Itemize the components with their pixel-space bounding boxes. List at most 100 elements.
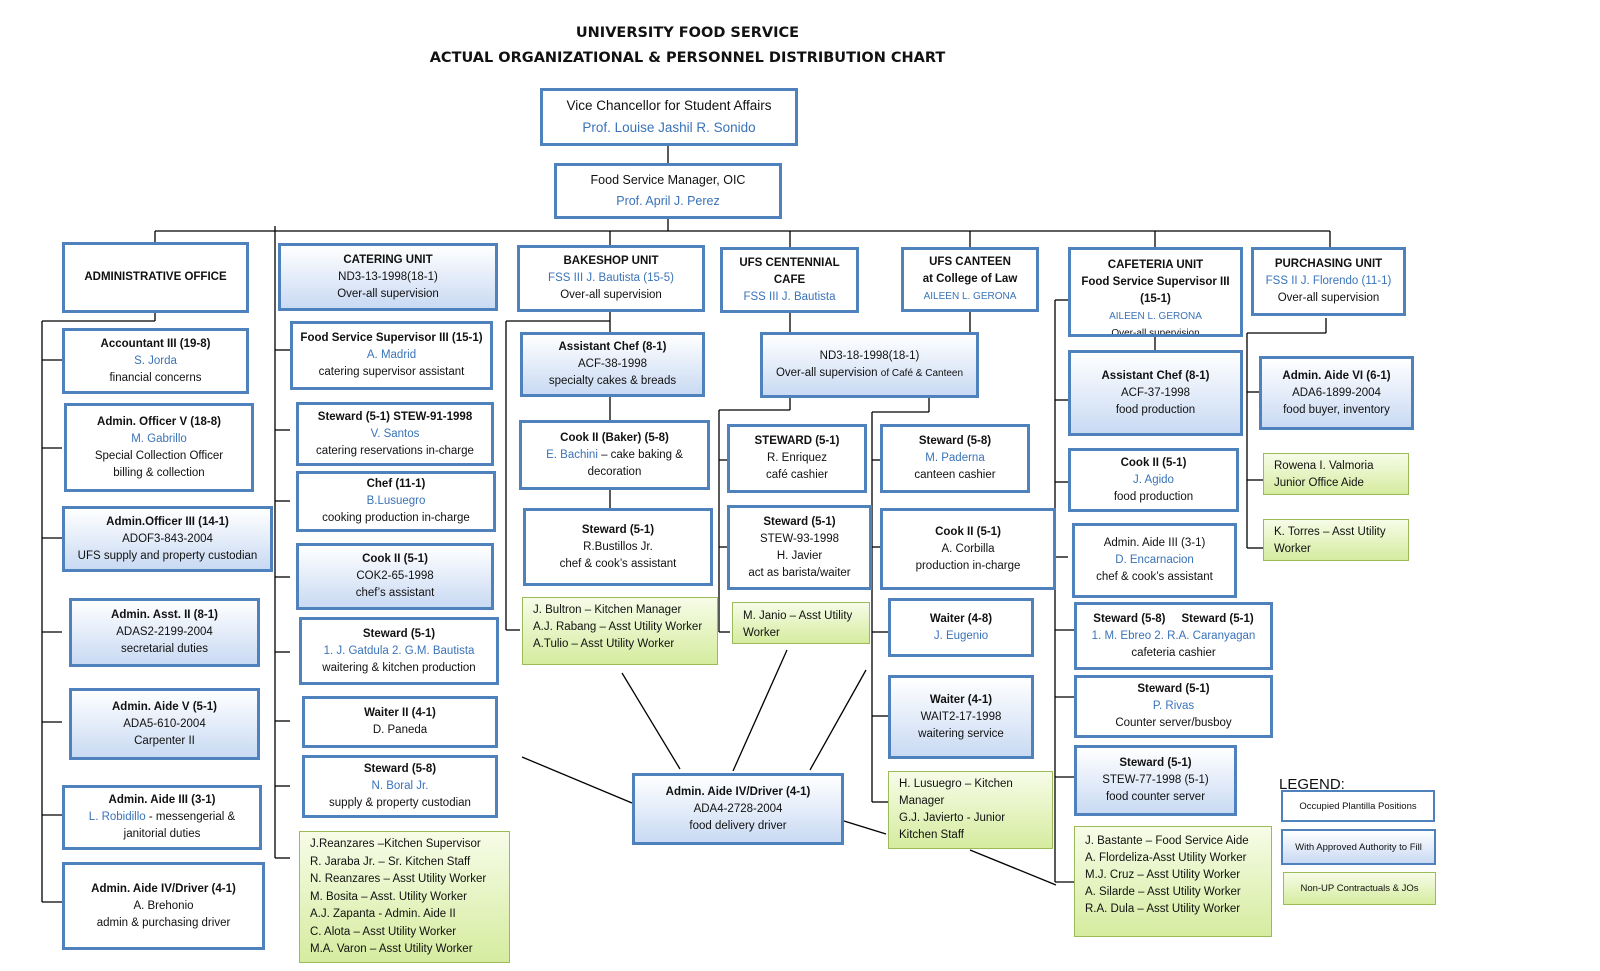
staff-desc: ADA5-610-2004: [123, 717, 206, 730]
staff-role: Admin. Aide IV/Driver (4-1): [91, 882, 236, 895]
staff-name: N. Boral Jr.: [371, 780, 429, 792]
staff-box: Cook II (5-1) COK2-65-1998 chef’s assist…: [296, 543, 494, 610]
staff-box: STEWARD (5-1) R. Enriquez café cashier: [727, 424, 867, 493]
staff-name: J. Eugenio: [933, 629, 989, 642]
staff-role: Waiter (4-1): [929, 693, 993, 706]
staff-desc: admin & purchasing driver: [96, 916, 231, 929]
staff-box: Admin. Aide IV/Driver (4-1) A. Brehonio …: [62, 862, 265, 950]
staff-desc: ADA6-1899-2004: [1292, 386, 1381, 399]
contractual-entry: Kitchen Staff: [899, 829, 964, 841]
staff-name: L. Robidillo: [88, 811, 146, 823]
contractual-entry: M. Janio – Asst Utility: [743, 610, 853, 622]
staff-role: Steward (5-1): [362, 627, 436, 640]
fsm-role: Food Service Manager, OIC: [590, 173, 746, 187]
staff-box: Steward (5-1) R.Bustillos Jr. chef & coo…: [523, 508, 713, 586]
staff-desc: R.Bustillos Jr.: [583, 540, 653, 553]
staff-desc: production in-charge: [915, 559, 1021, 572]
staff-role: Cook II (5-1): [1120, 456, 1187, 469]
staff-role: Steward (5-1) STEW-91-1998: [317, 410, 473, 423]
staff-desc: waitering & kitchen production: [322, 661, 476, 674]
staff-box: Steward (5-1) STEW-77-1998 (5-1) food co…: [1074, 745, 1237, 816]
catering-contractuals: J.Reanzares –Kitchen Supervisor R. Jarab…: [299, 831, 510, 963]
staff-desc: STEW-93-1998: [759, 532, 840, 545]
vc-name: Prof. Louise Jashil R. Sonido: [582, 120, 756, 135]
fsm-name: Prof. April J. Perez: [616, 194, 720, 208]
staff-role: Cook II (5-1): [935, 525, 1001, 538]
unit-name: FSS II J. Florendo (11-1): [1265, 275, 1392, 287]
staff-box: Cook II (5-1) A. Corbilla production in-…: [880, 508, 1056, 590]
unit-purchasing: PURCHASING UNIT FSS II J. Florendo (11-1…: [1251, 247, 1406, 316]
staff-box: Assistant Chef (8-1) ACF-37-1998 food pr…: [1068, 350, 1243, 436]
food-service-manager-box: Food Service Manager, OIC Prof. April J.…: [554, 163, 782, 219]
unit-name: FSS III J. Bautista: [743, 290, 836, 303]
unit-line: Over-all supervision: [1111, 328, 1200, 337]
staff-role: Steward (5-8): [363, 763, 437, 775]
staff-desc: ND3-18-1998(18-1): [819, 350, 920, 362]
staff-box: Waiter (4-8) J. Eugenio: [888, 598, 1034, 657]
staff-desc: ACF-37-1998: [1120, 386, 1191, 399]
contractual-entry: Worker: [1274, 543, 1311, 555]
staff-box: Steward (5-1) P. Rivas Counter server/bu…: [1074, 675, 1273, 738]
legend-title: LEGEND:: [1279, 776, 1345, 793]
staff-role: Steward (5-1): [1137, 683, 1210, 695]
unit-ufs-centennial-cafe: UFS CENTENNIAL CAFE FSS III J. Bautista: [720, 247, 859, 313]
staff-desc: café cashier: [765, 469, 828, 481]
unit-title: CATERING UNIT: [343, 253, 433, 266]
unit-title: UFS CENTENNIAL: [739, 256, 840, 269]
staff-desc: R. Enriquez: [766, 452, 828, 464]
staff-box: Waiter II (4-1) D. Paneda: [302, 696, 498, 748]
staff-name: B.Lusuegro: [366, 495, 426, 507]
purchasing-contractual: K. Torres – Asst Utility Worker: [1263, 519, 1409, 561]
staff-role: Admin. Aide III (3-1): [108, 794, 216, 806]
cafeteria-contractuals: J. Bastante – Food Service Aide A. Flord…: [1074, 826, 1272, 937]
staff-box: Cook II (Baker) (5-8) E. Bachini – cake …: [519, 420, 710, 490]
staff-desc: waitering service: [918, 727, 1004, 740]
staff-box: Admin. Aide III (3-1) D. Encarnacion che…: [1072, 523, 1237, 598]
unit-line: Over-all supervision: [1277, 292, 1380, 304]
staff-name: D. Encarnacion: [1115, 554, 1194, 566]
contractual-entry: M.J. Cruz – Asst Utility Worker: [1085, 869, 1241, 881]
cafe-canteen-supervision: ND3-18-1998(18-1) Over-all supervision o…: [760, 332, 979, 398]
contractual-entry: H. Lusuegro – Kitchen: [899, 778, 1013, 790]
purchasing-contractual: Rowena I. Valmoria Junior Office Aide: [1263, 453, 1409, 495]
staff-desc: cafeteria cashier: [1131, 646, 1216, 659]
staff-desc: COK2-65-1998: [356, 570, 434, 582]
contractual-entry: N. Reanzares – Asst Utility Worker: [310, 873, 487, 885]
staff-name: M. Gabrillo: [131, 432, 187, 445]
staff-box: Admin.Officer III (14-1) ADOF3-843-2004 …: [62, 506, 273, 572]
staff-box: Chef (11-1) B.Lusuegro cooking productio…: [296, 471, 496, 532]
staff-desc: act as barista/waiter: [748, 566, 851, 579]
staff-box: Cook II (5-1) J. Agido food production: [1068, 448, 1239, 512]
staff-role: Accountant III (19-8): [100, 337, 211, 350]
staff-desc: ADOF3-843-2004: [122, 532, 213, 545]
unit-line: Over-all supervision: [560, 289, 662, 301]
staff-box: Steward (5-1) 1. J. Gatdula 2. G.M. Baut…: [299, 617, 499, 685]
staff-desc: - messengerial &: [145, 811, 236, 823]
staff-box: Steward (5-8) Steward (5-1) 1. M. Ebreo …: [1074, 602, 1273, 670]
staff-box: Admin. Aide III (3-1) L. Robidillo - mes…: [62, 785, 262, 850]
staff-desc: D. Paneda: [372, 724, 428, 736]
staff-box: Admin. Asst. II (8-1) ADAS2-2199-2004 se…: [69, 598, 260, 667]
contractual-entry: A.J. Rabang – Asst Utility Worker: [533, 621, 703, 633]
unit-title2: at College of Law: [922, 273, 1018, 285]
staff-desc: chef & cook’s assistant: [1096, 571, 1213, 583]
staff-desc: cooking production in-charge: [322, 512, 470, 524]
staff-box: Assistant Chef (8-1) ACF-38-1998 special…: [520, 332, 705, 397]
contractual-entry: A. Silarde – Asst Utility Worker: [1085, 886, 1241, 898]
staff-box: Admin. Aide V (5-1) ADA5-610-2004 Carpen…: [69, 688, 260, 760]
unit-ufs-canteen: UFS CANTEEN at College of Law AILEEN L. …: [901, 247, 1039, 312]
bakeshop-contractuals: J. Bultron – Kitchen Manager A.J. Rabang…: [522, 597, 718, 665]
staff-name: E. Bachini: [546, 448, 598, 461]
staff-role: Admin. Aide IV/Driver (4-1): [665, 785, 811, 798]
staff-desc: Special Collection Officer: [94, 449, 224, 462]
staff-role: Admin. Officer V (18-8): [97, 415, 221, 428]
contractual-entry: Junior Office Aide: [1274, 477, 1364, 489]
staff-box: Steward (5-8) N. Boral Jr. supply & prop…: [302, 755, 498, 818]
unit-name: AILEEN L. GERONA: [923, 291, 1017, 302]
staff-desc: STEW-77-1998 (5-1): [1102, 774, 1209, 786]
staff-role: Waiter (4-8): [929, 612, 993, 625]
staff-desc: janitorial duties: [123, 828, 201, 840]
staff-box: Admin. Aide VI (6-1) ADA6-1899-2004 food…: [1259, 356, 1414, 430]
legend-non-up: Non-UP Contractuals & JOs: [1283, 872, 1436, 905]
